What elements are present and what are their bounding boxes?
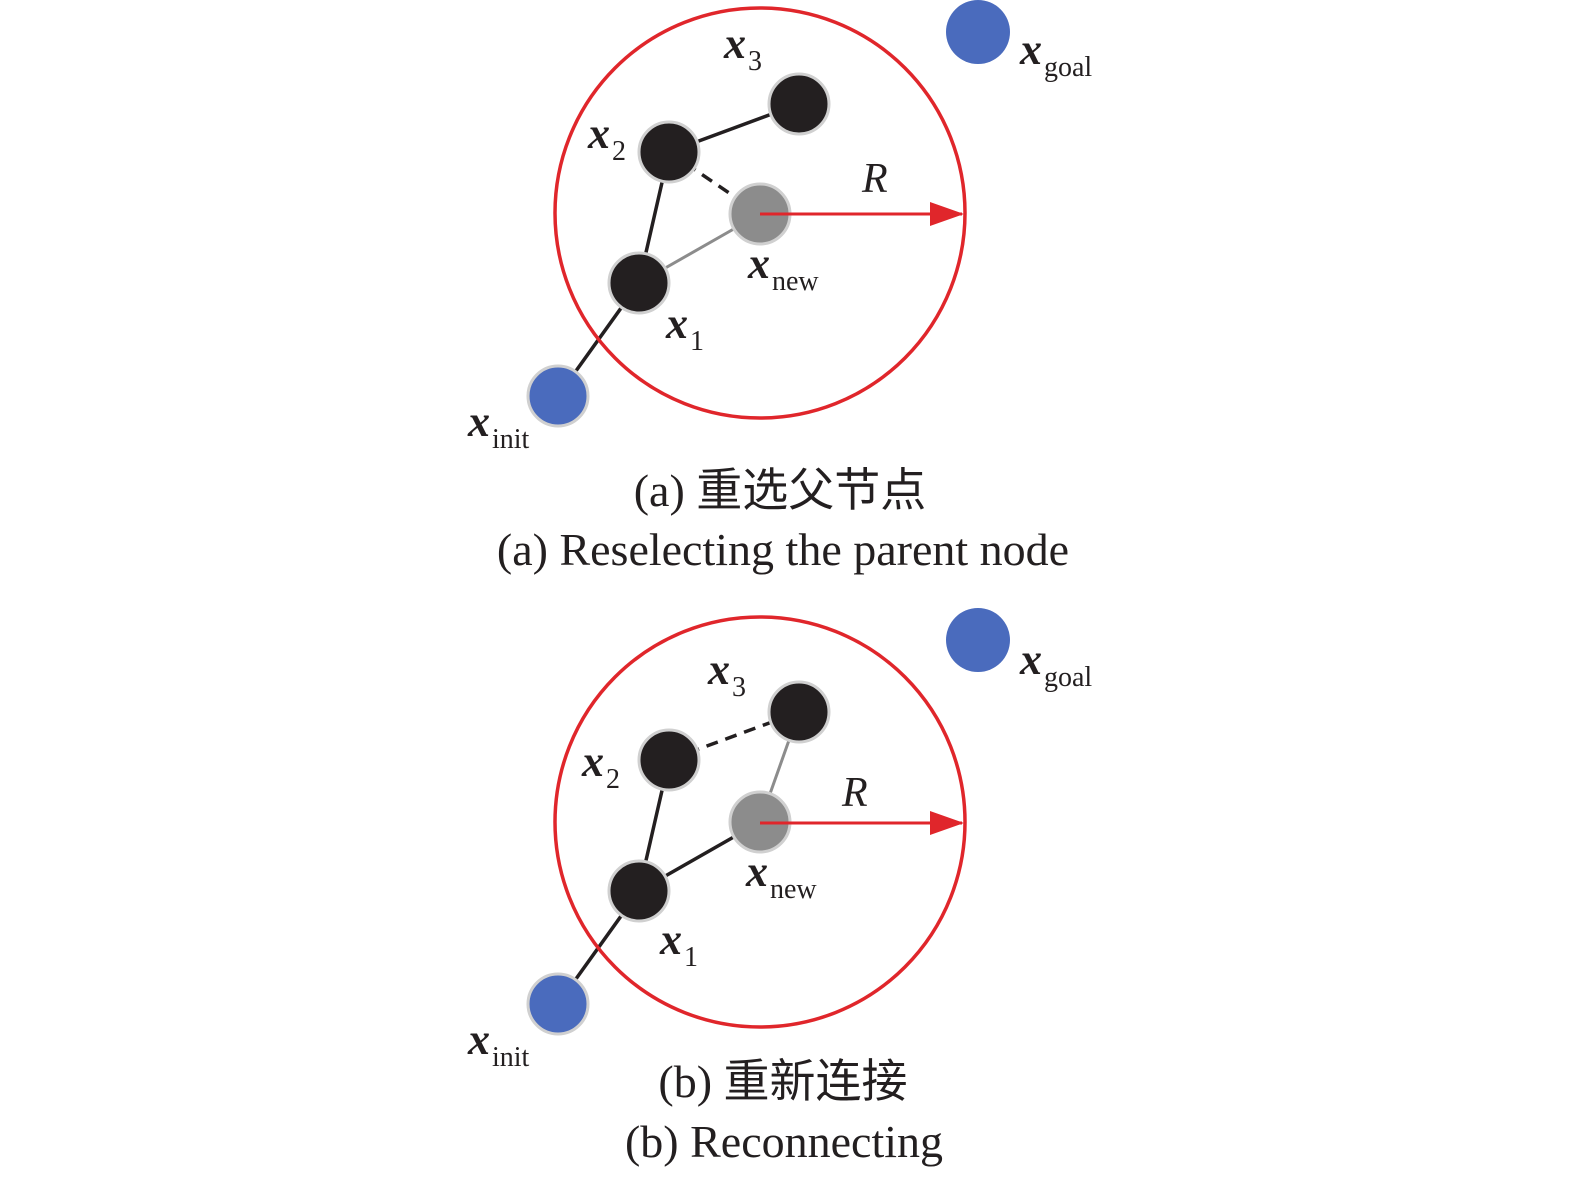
panel-a-caption-en: (a) Reselecting the parent node [497,524,1069,575]
label-x-goal: xgoal [1019,635,1092,693]
panel-b-caption-zh: (b) 重新连接 [658,1056,907,1107]
node-x3 [767,680,831,744]
label-x-init: xinit [467,1015,530,1073]
panel-b-radius-label: R [841,770,868,816]
node-x2 [637,120,701,184]
label-x3: x3 [723,19,762,77]
label-x-init: xinit [467,397,530,455]
panel-a-reselect-parent: R xgoal x3 x2 xnew x1 xinit (a) 重选父节点 (a) Res… [467,0,1092,575]
panel-a-arrowhead-icon [930,202,964,226]
panel-a-search-radius-circle [553,6,967,420]
node-x1 [607,859,671,923]
label-x-new: xnew [745,847,817,905]
panel-a-radius-label: R [861,156,888,202]
panel-b-arrowhead-icon [930,811,964,835]
label-x1: x1 [659,915,698,973]
label-x3: x3 [707,645,746,703]
node-x-goal [946,608,1010,672]
label-x2: x2 [587,109,626,167]
label-x-new: xnew [747,239,819,297]
node-x-goal [946,0,1010,64]
node-x2 [637,728,701,792]
panel-b-caption-en: (b) Reconnecting [625,1116,943,1167]
panel-b-search-radius-circle [553,615,967,1029]
label-x1: x1 [665,299,704,357]
node-x-init [526,972,590,1036]
panel-a-caption-zh: (a) 重选父节点 [634,465,927,516]
panel-a-node-labels: xgoal x3 x2 xnew x1 xinit [467,19,1092,455]
panel-b-reconnect: R xgoal x3 x2 xnew x1 xinit (b) 重新连接 (b) Reco… [467,608,1092,1167]
node-x-init [526,364,590,428]
node-x1 [607,251,671,315]
node-x3 [767,72,831,136]
label-x-goal: xgoal [1019,25,1092,83]
panel-b-node-labels: xgoal x3 x2 xnew x1 xinit [467,635,1092,1073]
label-x2: x2 [581,737,620,795]
